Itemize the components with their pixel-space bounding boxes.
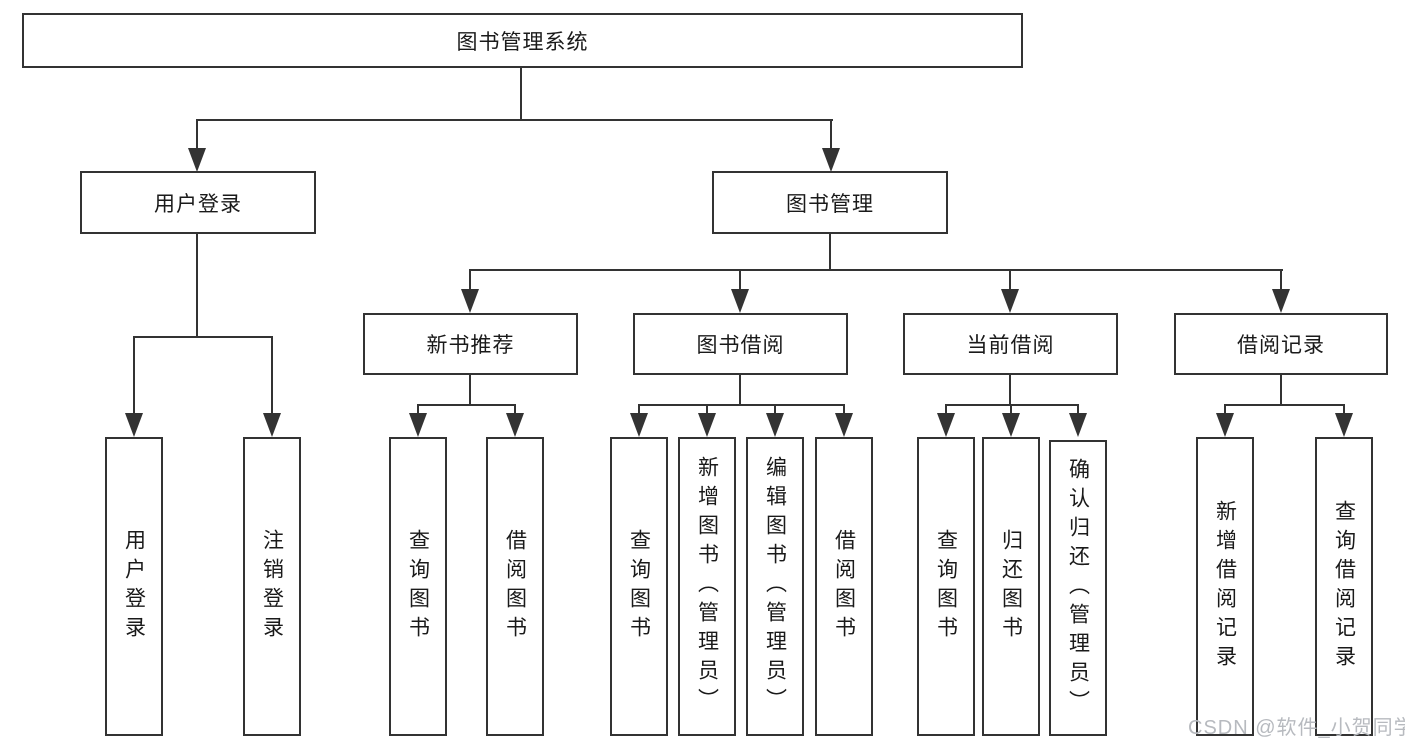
node-label: 查询借阅记录 bbox=[1332, 499, 1356, 674]
node-label: 查询图书 bbox=[406, 528, 430, 645]
arrow-down-icon bbox=[937, 413, 955, 437]
node-label: 当前借阅 bbox=[966, 334, 1055, 357]
connector-line bbox=[638, 404, 845, 406]
node-label: 确认归还（管理员） bbox=[1066, 457, 1090, 719]
node-label: 图书管理系统 bbox=[456, 30, 589, 54]
leaf-logout: 注销登录 bbox=[243, 437, 301, 736]
node-new-book-recommendation: 新书推荐 bbox=[363, 313, 578, 375]
connector-line bbox=[469, 269, 1283, 271]
arrow-down-icon bbox=[1069, 413, 1087, 437]
arrow-down-icon bbox=[409, 413, 427, 437]
node-book-management: 图书管理 bbox=[712, 171, 948, 234]
leaf-return-books: 归还图书 bbox=[982, 437, 1040, 736]
node-borrowing-records: 借阅记录 bbox=[1174, 313, 1388, 375]
connector-line bbox=[133, 336, 273, 338]
connector-line bbox=[829, 234, 831, 271]
leaf-add-borrow-record: 新增借阅记录 bbox=[1196, 437, 1254, 736]
connector-line bbox=[1224, 404, 1345, 406]
arrow-down-icon bbox=[731, 289, 749, 313]
node-label: 用户登录 bbox=[154, 192, 242, 216]
node-library-system: 图书管理系统 bbox=[22, 13, 1023, 68]
connector-line bbox=[1077, 404, 1079, 415]
arrow-down-icon bbox=[630, 413, 648, 437]
connector-line bbox=[1224, 404, 1226, 415]
connector-line bbox=[830, 119, 832, 151]
leaf-add-book-admin: 新增图书（管理员） bbox=[678, 437, 736, 736]
connector-line bbox=[1343, 404, 1345, 415]
csdn-watermark: CSDN @软件_小贺同学 bbox=[1188, 717, 1405, 739]
connector-line bbox=[1280, 375, 1282, 406]
arrow-down-icon bbox=[1001, 289, 1019, 313]
connector-line bbox=[739, 375, 741, 406]
arrow-down-icon bbox=[1002, 413, 1020, 437]
node-label: 借阅图书 bbox=[503, 528, 527, 645]
node-label: 用户登录 bbox=[122, 528, 146, 645]
arrow-down-icon bbox=[1216, 413, 1234, 437]
arrow-down-icon bbox=[835, 413, 853, 437]
leaf-borrow-books-recommend: 借阅图书 bbox=[486, 437, 544, 736]
connector-line bbox=[196, 119, 198, 151]
connector-line bbox=[945, 404, 947, 415]
arrow-down-icon bbox=[506, 413, 524, 437]
leaf-query-books-current: 查询图书 bbox=[917, 437, 975, 736]
connector-line bbox=[739, 269, 741, 291]
arrow-down-icon bbox=[766, 413, 784, 437]
connector-line bbox=[271, 336, 273, 415]
arrow-down-icon bbox=[188, 148, 206, 172]
connector-line bbox=[196, 119, 833, 121]
arrow-down-icon bbox=[263, 413, 281, 437]
leaf-query-books-borrowing: 查询图书 bbox=[610, 437, 668, 736]
arrow-down-icon bbox=[1272, 289, 1290, 313]
node-label: 新增借阅记录 bbox=[1213, 499, 1237, 674]
node-label: 查询图书 bbox=[627, 528, 651, 645]
leaf-query-borrow-record: 查询借阅记录 bbox=[1315, 437, 1373, 736]
connector-line bbox=[469, 375, 471, 406]
leaf-query-books-recommend: 查询图书 bbox=[389, 437, 447, 736]
connector-line bbox=[843, 404, 845, 415]
node-label: 归还图书 bbox=[999, 528, 1023, 645]
node-label: 新增图书（管理员） bbox=[695, 456, 719, 717]
connector-line bbox=[1009, 375, 1011, 406]
arrow-down-icon bbox=[461, 289, 479, 313]
node-label: 编辑图书（管理员） bbox=[763, 456, 787, 717]
connector-line bbox=[706, 404, 708, 415]
connector-line bbox=[520, 68, 522, 121]
node-user-login: 用户登录 bbox=[80, 171, 316, 234]
node-label: 查询图书 bbox=[934, 528, 958, 645]
connector-line bbox=[1280, 269, 1282, 291]
leaf-edit-book-admin: 编辑图书（管理员） bbox=[746, 437, 804, 736]
arrow-down-icon bbox=[698, 413, 716, 437]
leaf-confirm-return-admin: 确认归还（管理员） bbox=[1049, 440, 1107, 736]
arrow-down-icon bbox=[1335, 413, 1353, 437]
node-label: 借阅图书 bbox=[832, 528, 856, 645]
node-label: 新书推荐 bbox=[426, 334, 515, 357]
node-label: 注销登录 bbox=[260, 528, 284, 645]
connector-line bbox=[945, 404, 1079, 406]
arrow-down-icon bbox=[125, 413, 143, 437]
connector-line bbox=[133, 336, 135, 415]
node-current-borrowing: 当前借阅 bbox=[903, 313, 1118, 375]
node-label: 图书借阅 bbox=[696, 334, 785, 357]
connector-line bbox=[469, 269, 471, 291]
leaf-borrow-books-borrowing: 借阅图书 bbox=[815, 437, 873, 736]
connector-line bbox=[514, 404, 516, 415]
connector-line bbox=[774, 404, 776, 415]
node-book-borrowing: 图书借阅 bbox=[633, 313, 848, 375]
leaf-user-login: 用户登录 bbox=[105, 437, 163, 736]
connector-line bbox=[196, 234, 198, 338]
connector-line bbox=[1010, 404, 1012, 415]
connector-line bbox=[417, 404, 419, 415]
node-label: 借阅记录 bbox=[1237, 334, 1325, 357]
connector-line bbox=[638, 404, 640, 415]
connector-line bbox=[1009, 269, 1011, 291]
connector-line bbox=[417, 404, 516, 406]
node-label: 图书管理 bbox=[786, 192, 874, 216]
arrow-down-icon bbox=[822, 148, 840, 172]
